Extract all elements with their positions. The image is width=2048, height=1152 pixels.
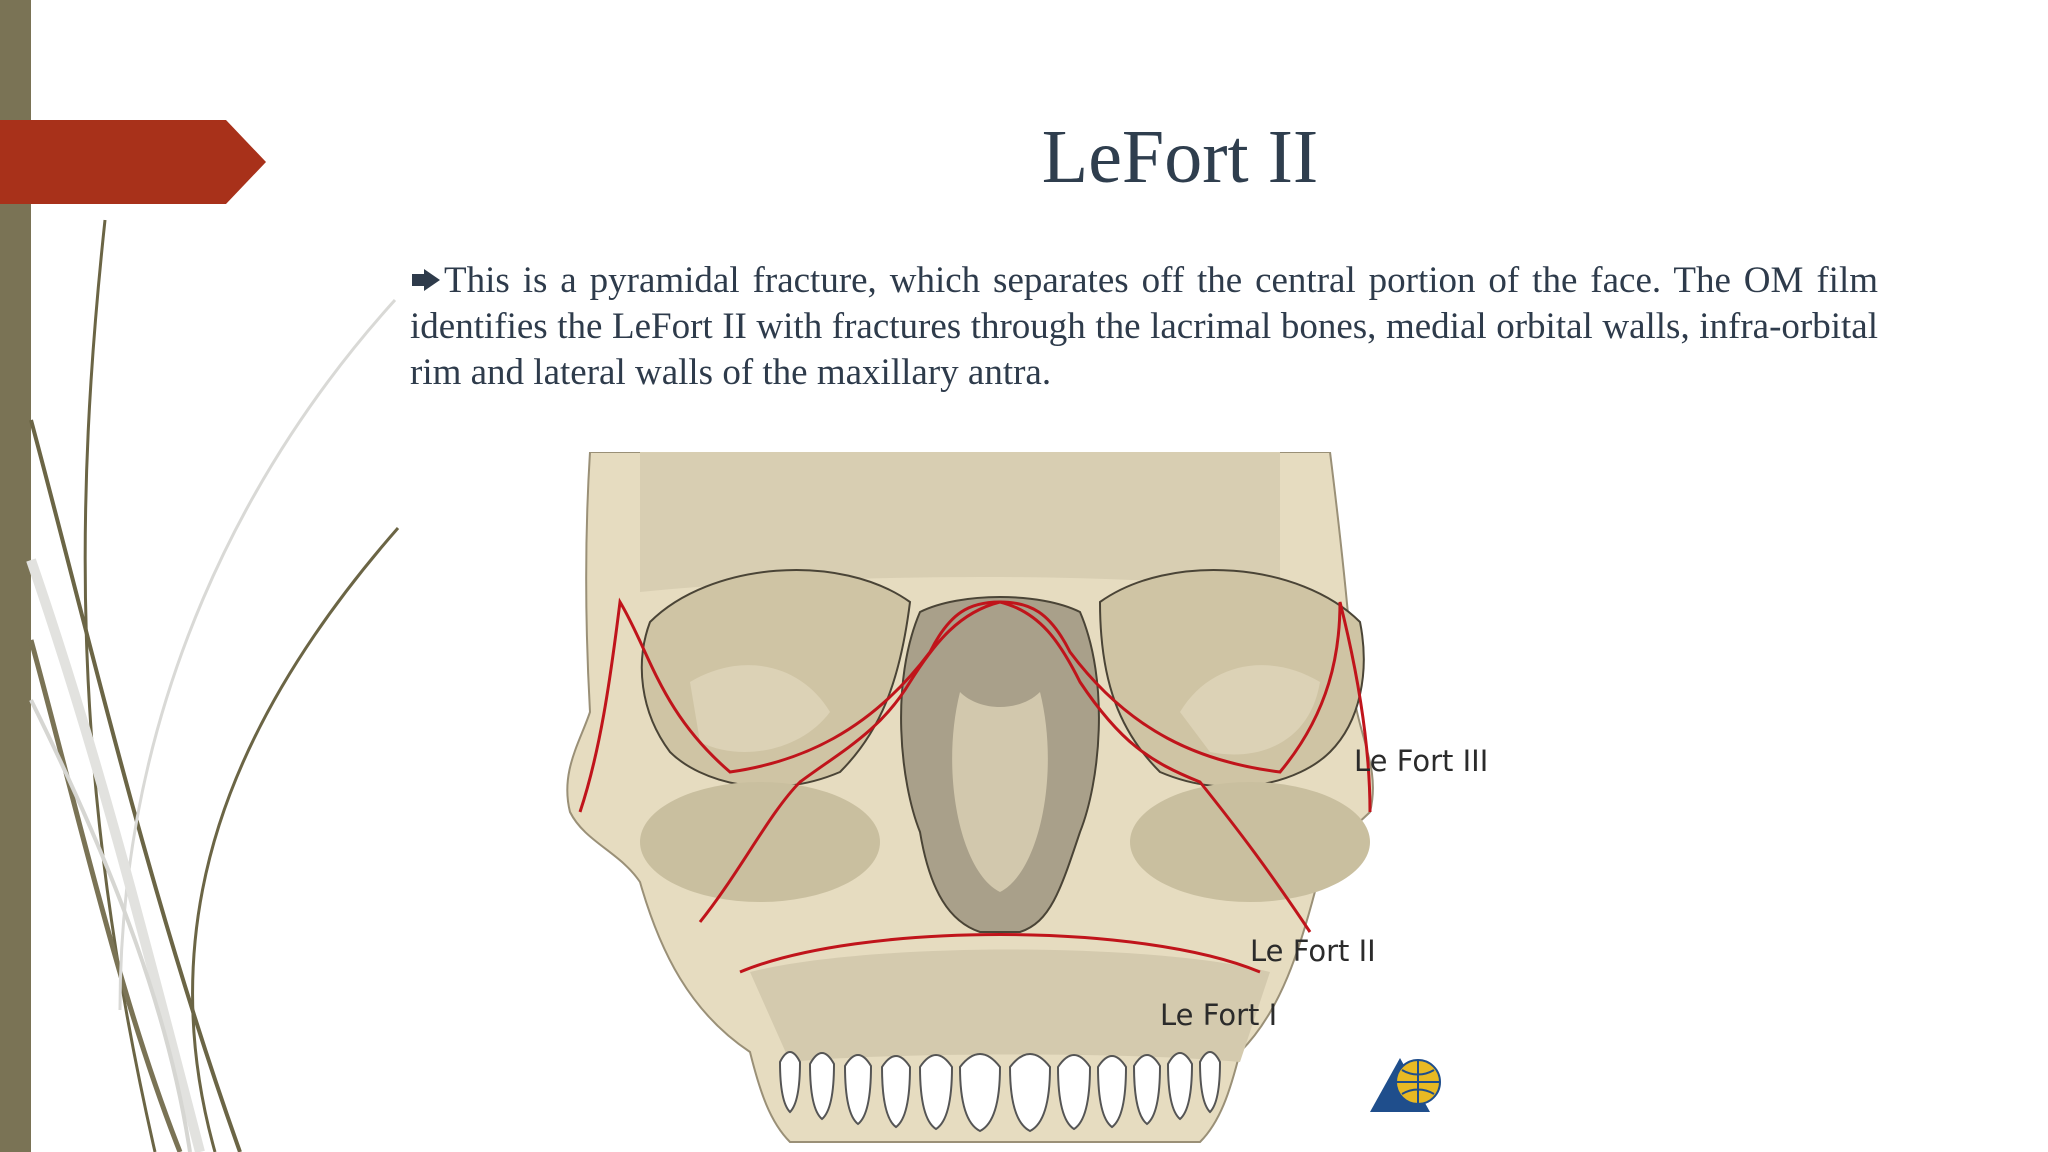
right-arrow-icon	[412, 269, 440, 291]
bullet-paragraph: This is a pyramidal fracture, which sepa…	[410, 258, 1878, 396]
label-le-fort-ii: Le Fort II	[1250, 934, 1376, 968]
decorative-curves	[26, 219, 400, 1152]
slide-title: LeFort II	[1041, 115, 1319, 199]
title-accent-arrow	[0, 120, 266, 204]
label-le-fort-i: Le Fort I	[1160, 998, 1278, 1032]
ao-foundation-logo-icon	[1370, 1058, 1441, 1112]
teeth	[778, 1051, 1222, 1133]
bullet-text: This is a pyramidal fracture, which sepa…	[410, 260, 1878, 393]
skull-lefort-diagram	[566, 452, 1374, 1143]
label-le-fort-iii: Le Fort III	[1354, 744, 1489, 778]
fracture-lines	[578, 597, 1372, 974]
